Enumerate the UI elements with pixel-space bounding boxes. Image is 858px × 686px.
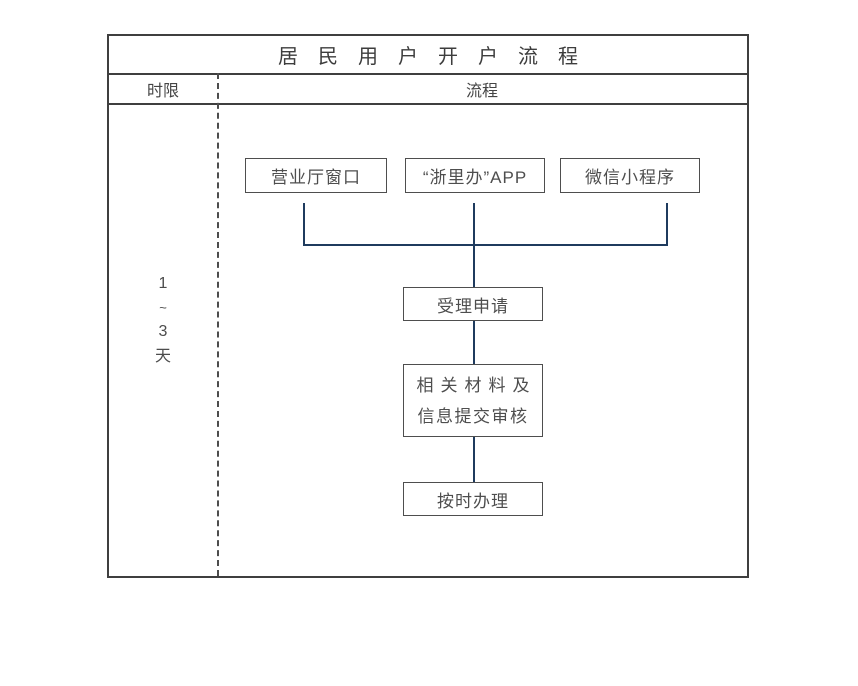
connector-merge-horizontal-line xyxy=(303,244,668,246)
step-label: 受理申请 xyxy=(437,296,509,316)
process-column-header: 流程 xyxy=(465,83,498,100)
flowchart-frame: 居民用户开户流程 时限 流程 1 ~ 3 天 营业厅窗口 “浙里办”APP 微信… xyxy=(107,34,749,578)
connector-left-stub xyxy=(303,203,305,244)
channel-label: 微信小程序 xyxy=(585,168,675,187)
step-box-accept-application: 受理申请 xyxy=(403,287,543,321)
time-limit-column-header: 时限 xyxy=(146,83,179,100)
chart-title: 居民用户开户流程 xyxy=(278,46,598,68)
channel-label: “浙里办”APP xyxy=(422,168,528,187)
channel-box-zheliban-app: “浙里办”APP xyxy=(405,158,545,193)
step-box-process-on-time: 按时办理 xyxy=(403,482,543,516)
channel-box-wechat-mini-program: 微信小程序 xyxy=(560,158,700,193)
step-label: 按时办理 xyxy=(437,491,509,511)
channel-label: 营业厅窗口 xyxy=(271,168,361,187)
channel-box-business-hall: 营业厅窗口 xyxy=(245,158,387,193)
time-limit-tilde: ~ xyxy=(159,300,167,315)
connector-right-stub xyxy=(666,203,668,244)
time-limit-line: 天 xyxy=(154,348,171,365)
step-label-line2: 信息提交审核 xyxy=(417,406,529,426)
time-limit-line: 3 xyxy=(158,323,168,340)
column-divider-dashed-line xyxy=(217,73,219,576)
header-row: 时限 流程 xyxy=(109,75,747,105)
time-limit-line: 1 xyxy=(158,275,168,292)
chart-title-row: 居民用户开户流程 xyxy=(109,36,747,75)
connector-materials-to-final xyxy=(473,437,475,482)
step-box-materials-review: 相关材料及 信息提交审核 xyxy=(403,364,543,437)
time-limit-value: 1 ~ 3 天 xyxy=(109,271,217,369)
step-label-line1: 相关材料及 xyxy=(416,375,537,395)
connector-accept-to-materials xyxy=(473,321,475,364)
